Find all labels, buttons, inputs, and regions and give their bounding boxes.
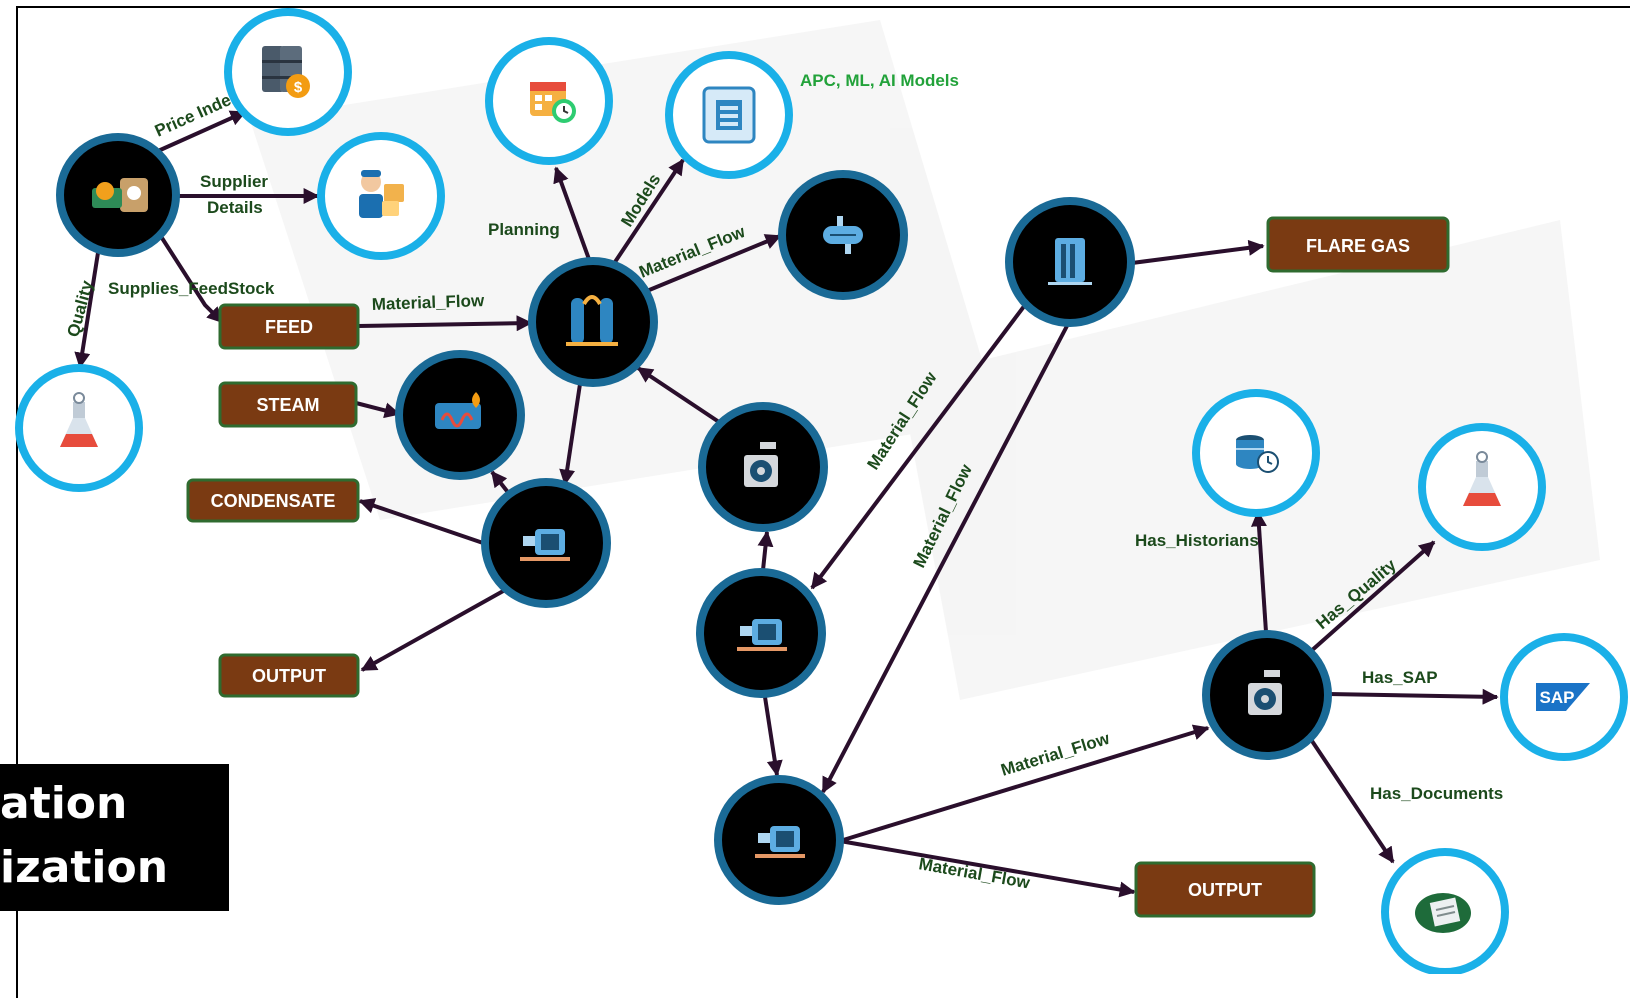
edge-column-to-hx	[641, 234, 782, 295]
label-has-documents: Has_Documents	[1370, 784, 1503, 803]
output-right-box[interactable]: OUTPUT	[1134, 861, 1316, 918]
edge-pumpbottom-to-output	[839, 839, 1136, 898]
title-banner: ation ization	[0, 764, 229, 911]
compressor-center-node[interactable]	[698, 402, 828, 532]
edge-pumpmid-to-compressor	[757, 530, 774, 571]
edge-column-to-pump	[559, 383, 582, 486]
condensate-box[interactable]: CONDENSATE	[186, 478, 360, 523]
edge-tower-to-flare	[1131, 239, 1265, 265]
svg-text:SAP: SAP	[1540, 688, 1575, 707]
output-right-box-label: OUTPUT	[1188, 880, 1262, 900]
pump-bottom-node[interactable]	[714, 775, 844, 905]
edge-quality	[74, 239, 102, 369]
nodes: $	[15, 8, 1628, 974]
calendar-clock-icon	[530, 82, 576, 123]
label-supplier-details-line1: Supplier	[200, 172, 268, 191]
edge-pumpbottom-to-compressor	[839, 724, 1210, 843]
flare-gas-box[interactable]: FLARE GAS	[1266, 216, 1450, 273]
pump-icon	[520, 529, 570, 561]
edge-steam-to-boiler	[355, 401, 401, 419]
edge-price-index	[157, 110, 247, 153]
title-banner-line2: ization	[0, 842, 169, 893]
supplier-hub-node[interactable]	[56, 133, 180, 257]
pump-mid-node[interactable]	[696, 568, 826, 698]
output-boxes: FEED STEAM CONDENSATE OUTPUT FLARE GAS O…	[186, 216, 1450, 918]
edges	[74, 110, 1499, 898]
processor-chip-icon	[702, 86, 756, 144]
blueprint-document-icon	[1415, 893, 1471, 933]
output-left-box-label: OUTPUT	[252, 666, 326, 686]
edge-pump-to-condensate	[358, 498, 487, 546]
lab-flask-icon	[60, 392, 98, 447]
quality-right-node[interactable]	[1418, 423, 1546, 551]
edge-pumpmid-to-pumpbottom	[763, 696, 783, 777]
historian-node[interactable]	[1192, 389, 1320, 517]
heat-exchanger-icon	[823, 216, 863, 254]
documents-node[interactable]	[1381, 848, 1509, 974]
price-index-node[interactable]: $	[224, 8, 352, 136]
edge-planning	[553, 166, 592, 263]
tower-right-node[interactable]	[1005, 197, 1135, 327]
pump-icon	[755, 826, 805, 858]
database-clock-icon	[1236, 435, 1279, 473]
edge-tower-to-pumpmid	[810, 303, 1027, 590]
label-has-sap: Has_SAP	[1362, 668, 1438, 687]
edge-has-quality	[1308, 540, 1436, 654]
label-supplier-details-line2: Details	[207, 198, 263, 217]
label-material-flow-feed: Material_Flow	[371, 291, 485, 314]
label-planning: Planning	[488, 220, 560, 239]
title-banner-line1: ation	[0, 778, 128, 829]
edge-models	[613, 158, 685, 264]
svg-text:$: $	[294, 79, 303, 96]
edge-has-sap	[1327, 688, 1499, 705]
sap-logo-icon: SAP	[1536, 683, 1590, 711]
flare-gas-box-label: FLARE GAS	[1306, 236, 1410, 256]
models-node[interactable]	[665, 51, 793, 179]
edge-pump-to-output	[360, 588, 506, 672]
label-material-flow-to-output: Material_Flow	[917, 854, 1032, 892]
pump-icon	[737, 619, 787, 651]
label-quality: Quality	[64, 278, 97, 339]
edge-has-historians	[1250, 510, 1268, 633]
distillation-column-node[interactable]	[528, 257, 658, 387]
steam-box-label: STEAM	[257, 395, 320, 415]
feed-box[interactable]: FEED	[218, 303, 360, 350]
edge-feed-to-column	[357, 315, 533, 332]
output-left-box[interactable]: OUTPUT	[218, 653, 360, 698]
label-material-flow-to-compressor: Material_Flow	[999, 729, 1113, 780]
compressor-fan-icon	[1248, 670, 1282, 715]
compressor-right-node[interactable]	[1202, 630, 1332, 760]
supplier-details-node[interactable]	[317, 132, 445, 260]
oil-barrels-dollar-icon: $	[262, 46, 310, 98]
money-barrel-icon	[92, 178, 148, 212]
label-apc-ml-ai-models: APC, ML, AI Models	[800, 71, 959, 90]
edge-has-documents	[1308, 736, 1395, 864]
diagram-frame	[16, 6, 1630, 998]
sap-node[interactable]: SAP	[1500, 633, 1628, 761]
pump-center-node[interactable]	[481, 478, 611, 608]
lab-flask-icon	[1463, 451, 1501, 506]
quality-left-node[interactable]	[15, 364, 143, 492]
steam-box[interactable]: STEAM	[218, 381, 358, 428]
edge-tower-to-pumpbottom	[821, 323, 1070, 794]
compressor-fan-icon	[744, 442, 778, 487]
feed-box-label: FEED	[265, 317, 313, 337]
storage-tower-icon	[1048, 238, 1092, 285]
boiler-node[interactable]	[395, 350, 525, 480]
boiler-flame-icon	[435, 392, 481, 429]
distillation-column-icon	[566, 295, 618, 346]
delivery-person-icon	[359, 170, 404, 218]
process-knowledge-graph: Price Index Supplier Details Quality Sup…	[15, 8, 1628, 974]
heat-exchanger-node[interactable]	[778, 170, 908, 300]
planning-node[interactable]	[485, 37, 613, 165]
edge-compressor-to-column	[636, 366, 724, 426]
edge-supplies-feedstock	[160, 236, 224, 324]
label-has-historians: Has_Historians	[1135, 531, 1259, 550]
label-supplies-feedstock: Supplies_FeedStock	[108, 279, 275, 298]
condensate-box-label: CONDENSATE	[211, 491, 336, 511]
